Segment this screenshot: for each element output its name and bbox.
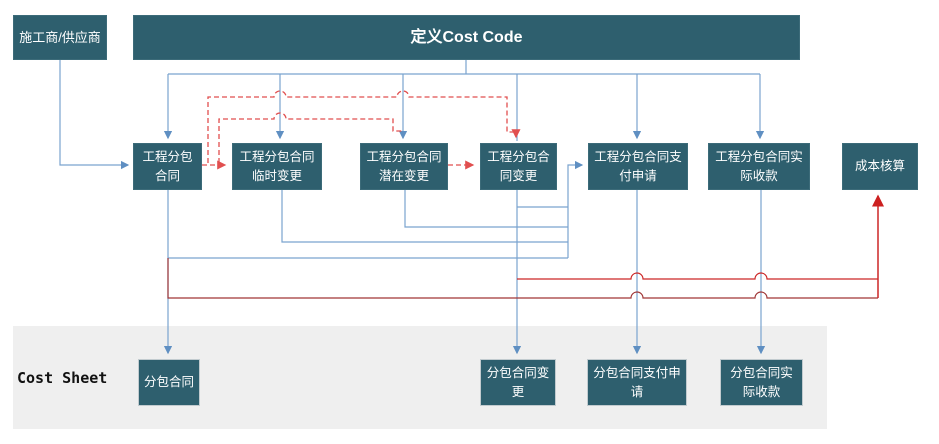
node-subcontract: 工程分包合同 [133, 143, 202, 190]
node-cs-payment-request: 分包合同支付申请 [587, 359, 687, 406]
node-cs-subcontract: 分包合同 [138, 359, 200, 406]
node-subcontract-temp-change: 工程分包合同临时变更 [232, 143, 322, 190]
cost-sheet-band [13, 326, 827, 429]
node-subcontract-change: 工程分包合同变更 [480, 143, 557, 190]
cost-sheet-label: Cost Sheet [17, 369, 108, 387]
node-cost-accounting: 成本核算 [842, 143, 918, 190]
node-define-cost-code: 定义Cost Code [133, 15, 800, 60]
node-subcontract-payment-request: 工程分包合同支付申请 [588, 143, 688, 190]
node-cs-subcontract-change: 分包合同变更 [480, 359, 556, 406]
node-cs-actual-receipt: 分包合同实际收款 [720, 359, 803, 406]
node-subcontract-potential-change: 工程分包合同潜在变更 [360, 143, 448, 190]
node-subcontract-actual-receipt: 工程分包合同实际收款 [708, 143, 810, 190]
blue-flow-lines [59, 60, 766, 355]
node-contractor-supplier: 施工商/供应商 [13, 15, 107, 60]
red-solid-lines [167, 194, 884, 299]
